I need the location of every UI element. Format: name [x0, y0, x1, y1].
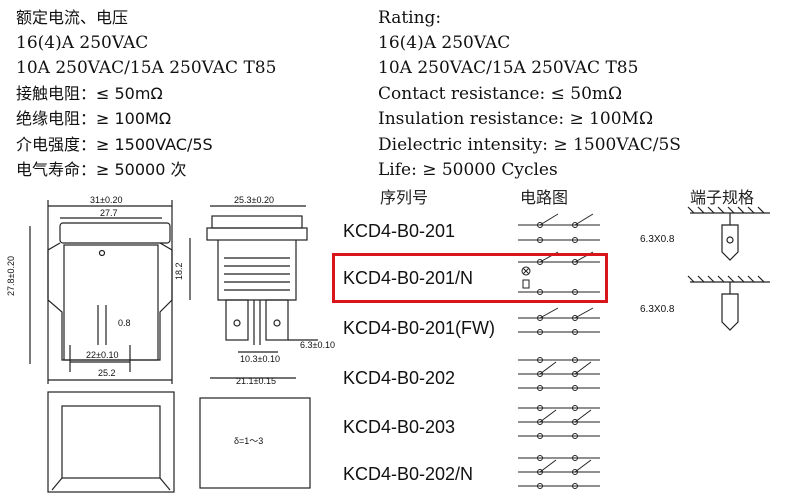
terminal-drawings — [687, 206, 770, 331]
dim-front-pin-gap: 0.8 — [118, 318, 131, 328]
model-kcd4-b0-201-fw: KCD4-B0-201(FW) — [343, 318, 496, 338]
spec-cn-rating-2: 10A 250VAC/15A 250VAC T85 — [16, 58, 277, 78]
dim-front-pin-spacing: 22±0.10 — [86, 350, 119, 360]
model-kcd4-b0-202: KCD4-B0-202 — [343, 368, 456, 388]
circuit-diagrams — [518, 213, 600, 489]
spec-en-contact-resistance: Contact resistance: ≤ 50mΩ — [378, 84, 623, 104]
model-kcd4-b0-201: KCD4-B0-201 — [343, 221, 456, 241]
model-kcd4-b0-203: KCD4-B0-203 — [343, 417, 456, 437]
spec-en-life: Life: ≥ 50000 Cycles — [378, 160, 558, 180]
model-kcd4-b0-202-n: KCD4-B0-202/N — [343, 464, 474, 484]
spec-cn-dielectric-intensity: 介电强度：≥ 1500VAC/5S — [16, 135, 213, 154]
spec-en-rating-2: 10A 250VAC/15A 250VAC T85 — [378, 58, 639, 78]
spec-en-dielectric-intensity: Dielectric intensity: ≥ 1500VAC/5S — [378, 135, 681, 155]
side-view-drawing — [189, 205, 318, 379]
terminal-spec-1: 6.3X0.8 — [640, 234, 675, 245]
dim-side-terminal-width: 6.3±0.10 — [300, 340, 335, 350]
spec-cn-rating-label: 额定电流、电压 — [16, 8, 129, 27]
model-kcd4-b0-201-n: KCD4-B0-201/N — [343, 268, 474, 288]
header-terminal: 端子规格 — [690, 188, 755, 207]
dim-front-width-outer: 31±0.20 — [90, 195, 123, 205]
dim-side-base-width: 21.1±0.15 — [236, 376, 276, 386]
front-view-drawing — [29, 200, 173, 384]
bottom-views-drawing — [47, 391, 311, 493]
dim-side-terminal-spacing: 10.3±0.10 — [240, 354, 280, 364]
dim-front-width-inner: 27.7 — [100, 208, 118, 218]
spec-cn-rating-1: 16(4)A 250VAC — [16, 33, 149, 53]
spec-cn-life: 电气寿命：≥ 50000 次 — [16, 160, 187, 179]
spec-en-insulation-resistance: Insulation resistance: ≥ 100MΩ — [378, 109, 654, 129]
dim-thickness-range: δ=1～3 — [234, 436, 264, 446]
spec-cn-contact-resistance: 接触电阻：≤ 50mΩ — [16, 84, 163, 103]
dim-front-height: 27.8±0.20 — [6, 256, 16, 296]
dim-side-width: 25.3±0.20 — [234, 195, 274, 205]
spec-en-rating-label: Rating: — [378, 8, 442, 28]
spec-cn-insulation-resistance: 绝缘电阻：≥ 100MΩ — [16, 109, 172, 128]
terminal-spec-2: 6.3X0.8 — [640, 304, 675, 315]
dim-side-height: 18.2 — [174, 262, 184, 280]
dim-front-base-width: 25.2 — [98, 368, 116, 378]
highlight-box — [332, 253, 608, 303]
spec-en-rating-1: 16(4)A 250VAC — [378, 33, 511, 53]
header-serial: 序列号 — [380, 188, 429, 207]
header-circuit: 电路图 — [520, 188, 569, 207]
